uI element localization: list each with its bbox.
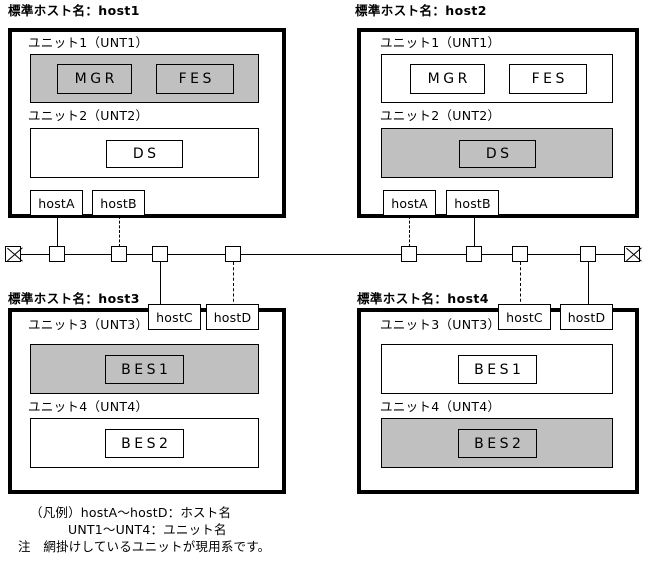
host-tag-host2-hostB: hostB: [446, 190, 499, 216]
bus-tap-3: [152, 246, 168, 262]
unit-panel-host2-unit1: [381, 54, 613, 103]
legend-line-hosts: （凡例）hostA〜hostD：ホスト名: [30, 505, 232, 520]
unit-label-host4-unit4: ユニット4（UNT4）: [380, 399, 501, 414]
host-title-host3: 標準ホスト名：host3: [8, 291, 140, 306]
host-tag-host3-hostD: hostD: [206, 304, 259, 330]
process-box-host2-mgr: MGR: [410, 64, 485, 94]
drop-line-host3-hostC: [160, 262, 161, 307]
process-box-host1-ds: DS: [106, 140, 183, 168]
unit-label-host1-unit1: ユニット1（UNT1）: [28, 35, 149, 50]
host-title-host4: 標準ホスト名：host4: [357, 291, 489, 306]
host-tag-host1-hostB: hostB: [92, 190, 145, 216]
drop-line-host2-hostA: [409, 216, 410, 247]
host-tag-host3-hostC: hostC: [148, 304, 201, 330]
bus-tap-1: [49, 246, 65, 262]
process-box-host3-bes1: BES1: [105, 355, 184, 384]
bus-terminator-left: [5, 246, 21, 262]
unit-panel-host3-unit4: [30, 418, 259, 468]
unit-panel-host3-unit3: [30, 344, 259, 394]
unit-panel-host1-unit2: [30, 128, 259, 178]
network-bus-line: [13, 254, 633, 255]
bus-tap-2: [111, 246, 127, 262]
bus-tap-5: [401, 246, 417, 262]
legend-note-active: 注 網掛けしているユニットが現用系です。: [18, 539, 271, 554]
drop-line-host4-hostD: [588, 262, 589, 307]
host-title-host2: 標準ホスト名：host2: [355, 3, 487, 18]
host-tag-host4-hostD: hostD: [560, 304, 613, 330]
unit-label-host3-unit4: ユニット4（UNT4）: [28, 399, 149, 414]
drop-line-host1-hostA: [57, 216, 58, 247]
drop-line-host2-hostB: [474, 216, 475, 247]
host-title-host1: 標準ホスト名：host1: [8, 3, 140, 18]
drop-line-host1-hostB: [119, 216, 120, 247]
bus-tap-6: [466, 246, 482, 262]
drop-line-host4-hostC: [520, 262, 521, 307]
host-tag-host4-hostC: hostC: [498, 304, 551, 330]
bus-terminator-right: [624, 246, 640, 262]
unit-label-host2-unit1: ユニット1（UNT1）: [380, 35, 501, 50]
process-box-host3-bes2: BES2: [105, 429, 184, 458]
process-box-host2-fes: FES: [509, 64, 587, 94]
bus-tap-8: [580, 246, 596, 262]
bus-tap-7: [512, 246, 528, 262]
unit-label-host4-unit3: ユニット3（UNT3）: [380, 317, 501, 332]
process-box-host2-ds: DS: [459, 140, 536, 168]
unit-panel-host4-unit4: [381, 418, 613, 468]
process-box-host1-fes: FES: [156, 64, 234, 94]
unit-panel-host2-unit2: [381, 128, 613, 178]
host-tag-host2-hostA: hostA: [383, 190, 436, 216]
unit-panel-host1-unit1: [30, 54, 259, 103]
drop-line-host3-hostD: [233, 262, 234, 307]
process-box-host4-bes2: BES2: [458, 429, 537, 458]
host-tag-host1-hostA: hostA: [30, 190, 83, 216]
unit-panel-host4-unit3: [381, 344, 613, 394]
legend-line-units: UNT1〜UNT4：ユニット名: [68, 522, 227, 537]
unit-label-host3-unit3: ユニット3（UNT3）: [28, 317, 149, 332]
unit-label-host1-unit2: ユニット2（UNT2）: [28, 108, 149, 123]
bus-tap-4: [225, 246, 241, 262]
unit-label-host2-unit2: ユニット2（UNT2）: [380, 108, 501, 123]
process-box-host4-bes1: BES1: [458, 355, 537, 384]
process-box-host1-mgr: MGR: [57, 64, 132, 94]
